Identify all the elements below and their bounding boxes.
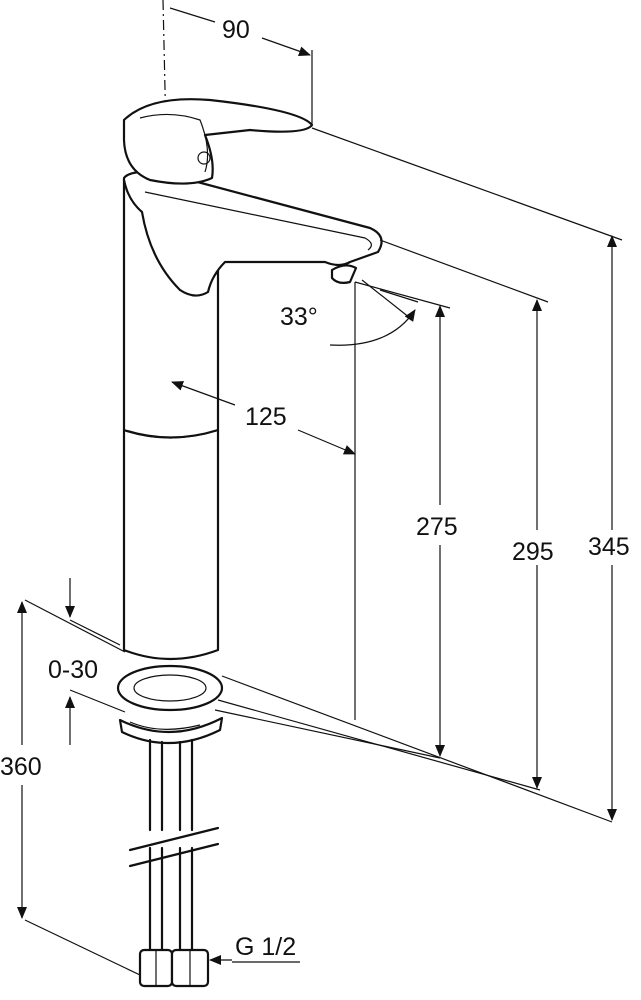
base-ring: [116, 664, 224, 712]
deck-lines: [24, 599, 613, 976]
dim-spout-reach: 125: [171, 381, 356, 455]
dim-deck-thickness: 0-30: [48, 578, 121, 745]
dim-label-275: 275: [416, 513, 458, 541]
break-symbol: [128, 826, 220, 868]
dim-spout-angle: 33°: [280, 279, 419, 720]
dim-thread: G 1/2: [209, 933, 300, 965]
dim-label-295: 295: [512, 538, 554, 566]
column-lower: [122, 428, 220, 661]
dim-spout-top-height: 295: [379, 239, 554, 789]
dim-label-345: 345: [588, 533, 630, 561]
dim-label-g12: G 1/2: [235, 933, 296, 961]
dim-overall-height: 345: [311, 127, 630, 821]
aerator: [330, 264, 358, 284]
dim-handle-reach: 90: [169, 7, 313, 125]
dim-label-0-30: 0-30: [48, 656, 98, 684]
supply-hoses: [128, 738, 220, 988]
dim-hose-length: 360: [0, 601, 42, 919]
lever-handle: [122, 98, 314, 185]
temperature-indicator-icon: [197, 151, 211, 165]
dim-label-360: 360: [0, 753, 42, 781]
dim-label-90: 90: [222, 16, 250, 44]
fixing-plate: [118, 716, 224, 745]
dim-label-33deg: 33°: [280, 303, 318, 331]
dim-label-125: 125: [245, 403, 287, 431]
dim-outlet-height: 275: [354, 281, 458, 757]
spout: [122, 170, 383, 297]
faucet-body: [116, 98, 383, 988]
